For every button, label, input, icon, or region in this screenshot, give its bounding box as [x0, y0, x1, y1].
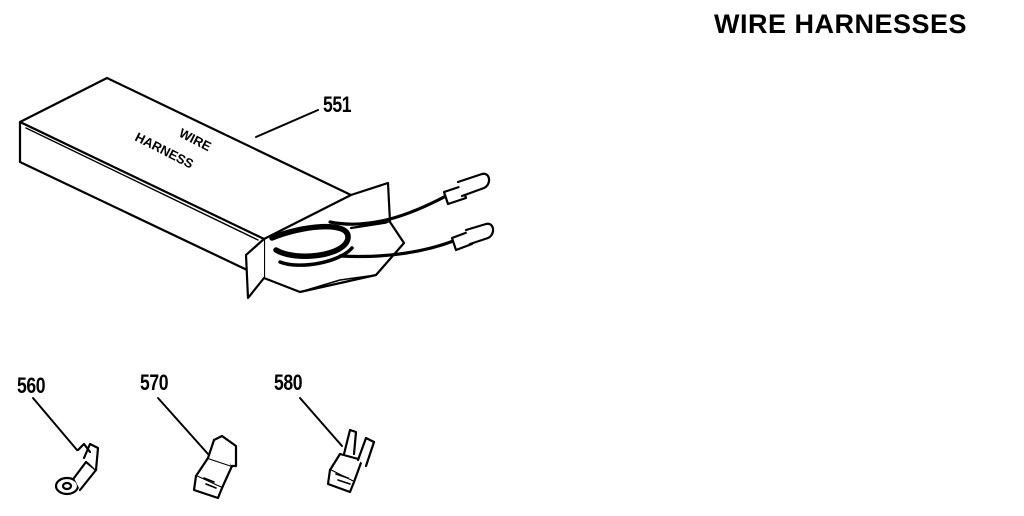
callout-570: 570 [140, 370, 169, 395]
callout-580: 580 [274, 370, 303, 395]
ring-terminal [32, 397, 100, 496]
spade-terminal [299, 397, 376, 494]
callout-560: 560 [17, 373, 46, 398]
callout-551: 551 [323, 92, 352, 117]
page-title: WIRE HARNESSES [714, 9, 968, 39]
flag-terminal [157, 397, 238, 500]
wire-harness-box: WIRE HARNESS [18, 76, 495, 300]
